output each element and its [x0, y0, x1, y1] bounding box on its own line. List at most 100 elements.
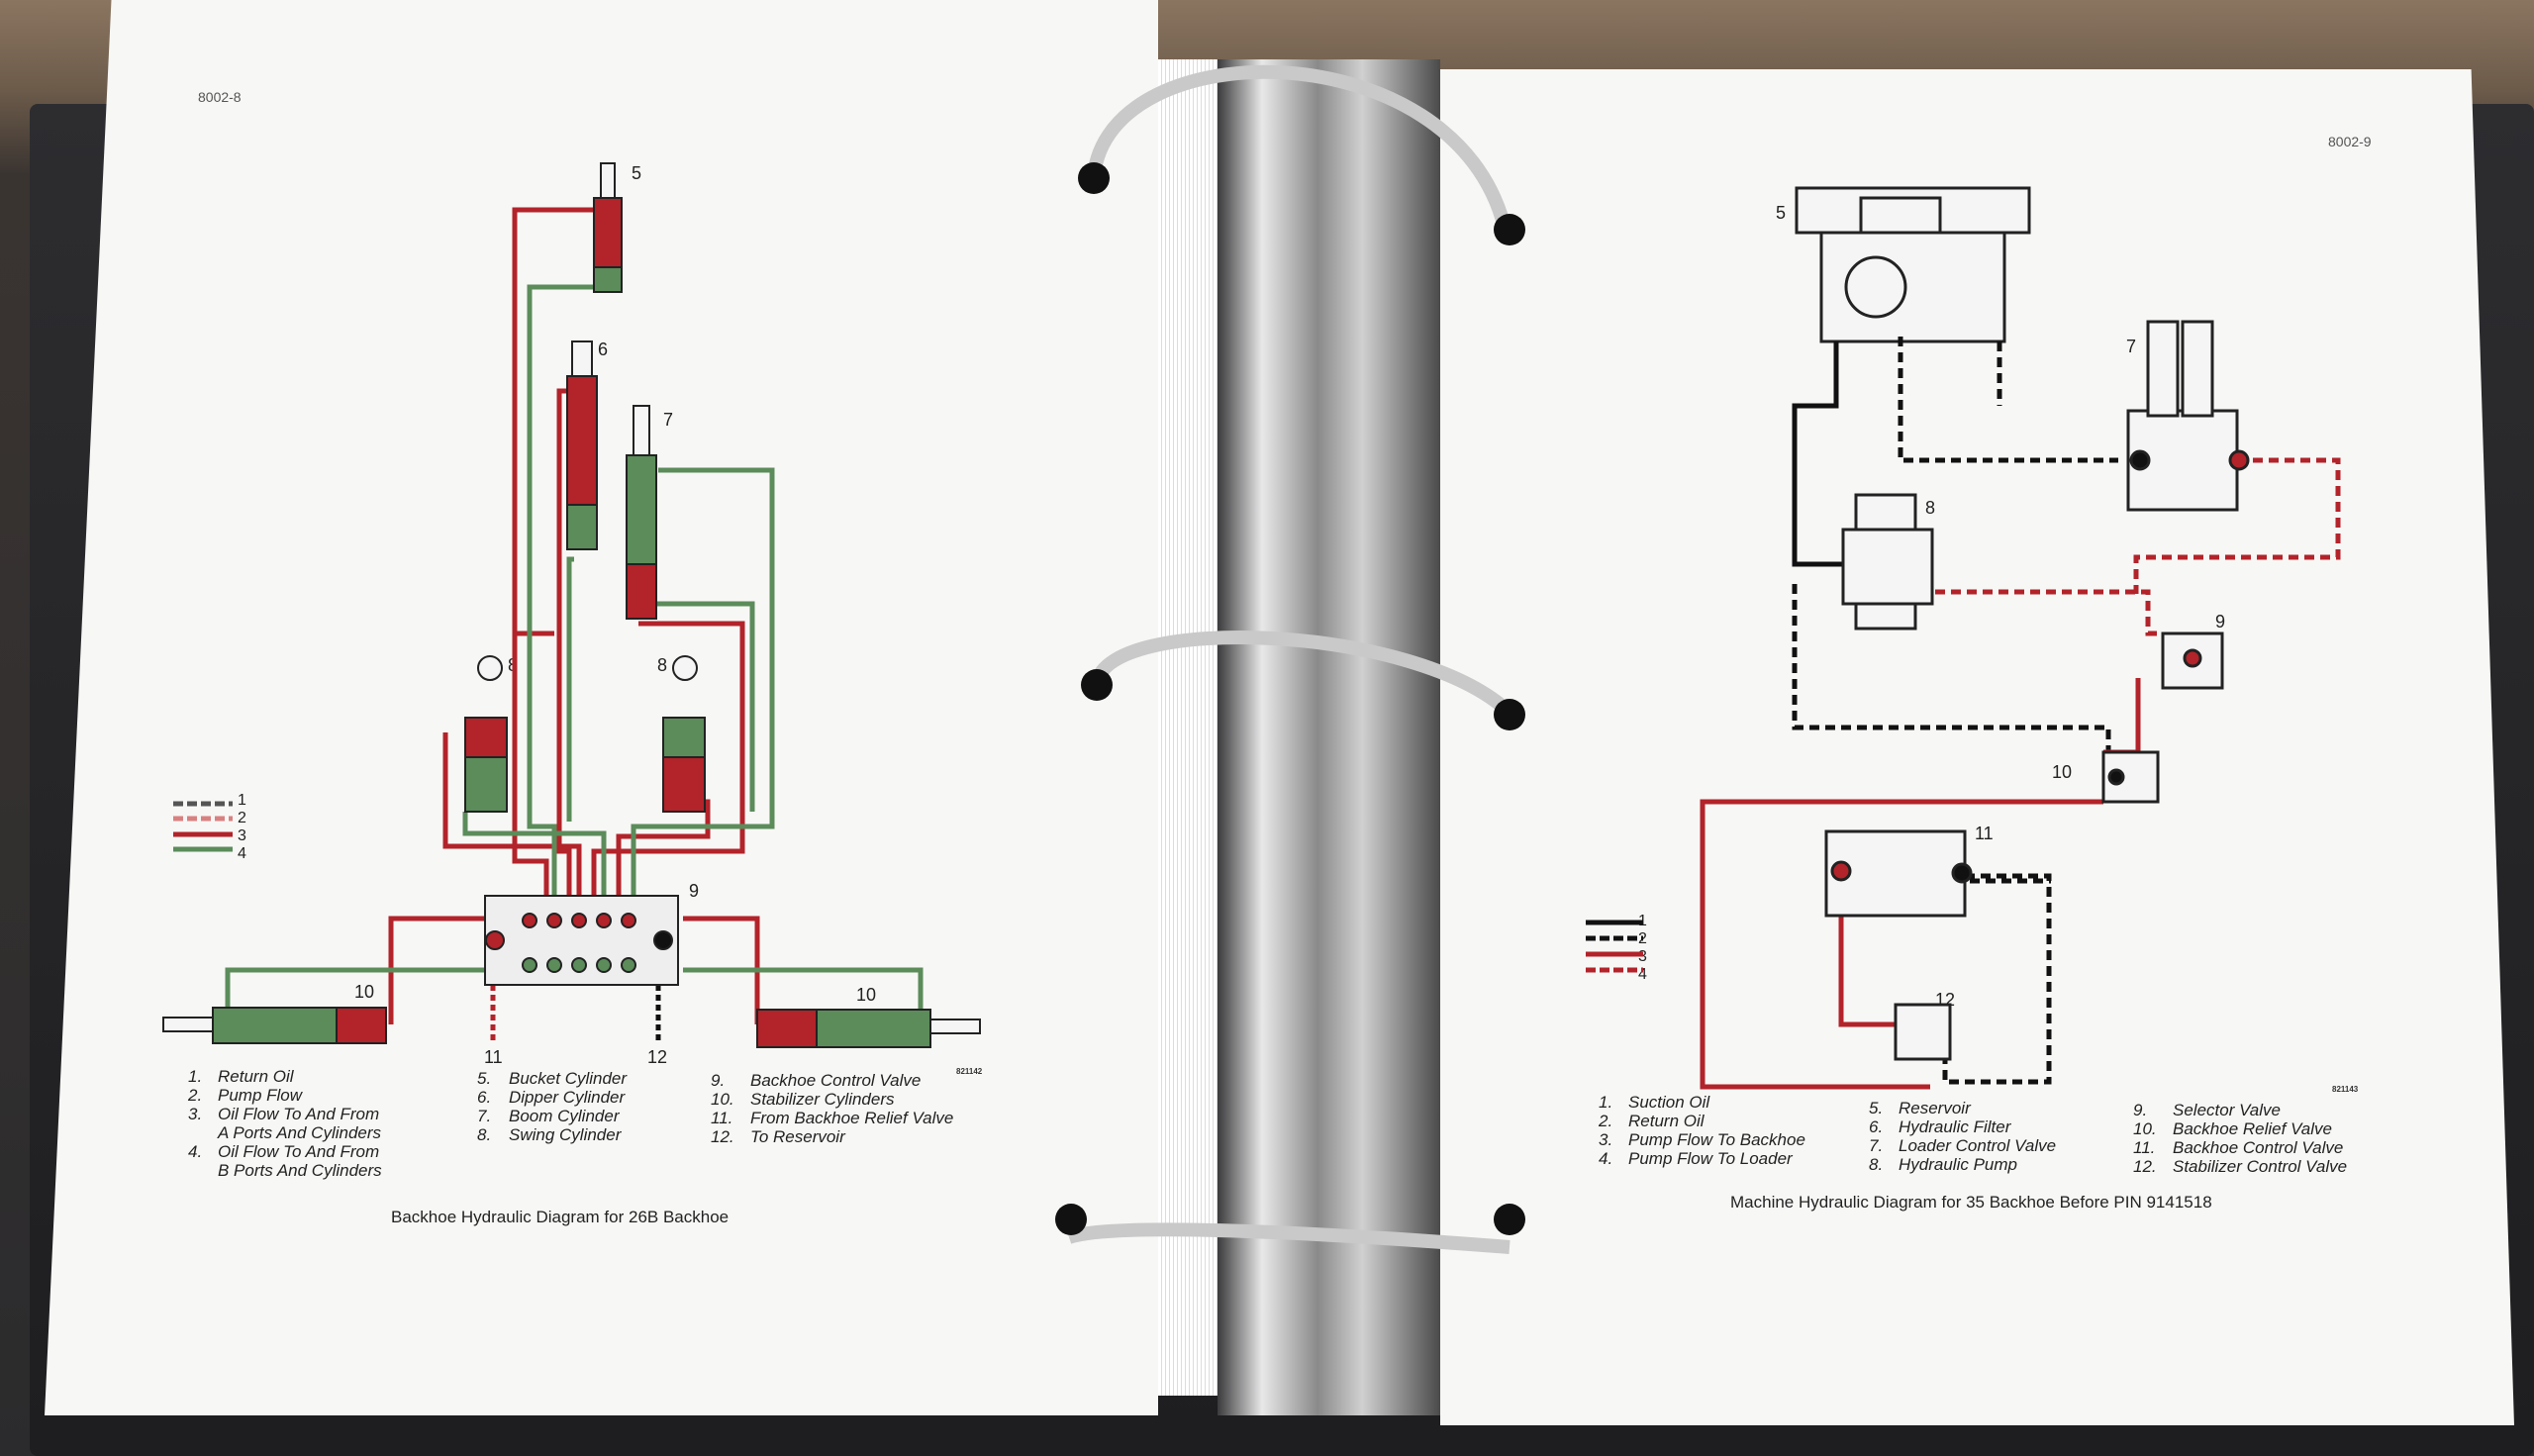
right-page-number: 8002-9 [2328, 134, 2372, 149]
green-line [631, 467, 775, 916]
binder-spine [1218, 59, 1440, 1415]
stabilizer-cylinder-right [756, 1009, 818, 1048]
return-line [1942, 873, 2052, 1085]
legend-item: 8.Hydraulic Pump [1869, 1155, 2017, 1174]
legend-item: 4.Oil Flow To And From [188, 1142, 380, 1161]
binder-ring-bottom [1066, 1222, 1511, 1254]
left-page-number: 8002-8 [198, 89, 242, 105]
suction-line [1792, 341, 1851, 567]
callout-5: 5 [632, 163, 642, 183]
callout-9: 9 [689, 881, 700, 901]
return-line [1792, 584, 2111, 772]
right-legend-column-3: 9.Selector Valve 10.Backhoe Relief Valve… [2133, 1101, 2347, 1176]
legend-item: 10.Stabilizer Cylinders [711, 1090, 895, 1109]
callout-11: 11 [484, 1047, 503, 1067]
legend-item: 7.Loader Control Valve [1869, 1136, 2057, 1155]
left-figure-code: 821142 [956, 1067, 983, 1076]
legend-item: 6.Dipper Cylinder [477, 1088, 626, 1107]
line-key-4: 4 [1638, 966, 1647, 983]
callout-8: 8 [1925, 498, 1936, 518]
callout-6: 6 [598, 340, 609, 359]
red-line [512, 633, 549, 916]
red-line [388, 916, 485, 1024]
legend-item: 2.Pump Flow [188, 1086, 303, 1105]
right-legend-column-2: 5.Reservoir 6.Hydraulic Filter 7.Loader … [1869, 1099, 2056, 1174]
callout-7: 7 [663, 410, 674, 430]
left-caption: Backhoe Hydraulic Diagram for 26B Backho… [391, 1208, 730, 1226]
green-line [683, 967, 924, 1010]
legend-item: 1.Return Oil [188, 1067, 294, 1086]
return-line [1898, 337, 2118, 463]
selector-valve [2161, 631, 2224, 690]
stabilizer-cylinder-left [212, 1007, 338, 1044]
legend-item: 12.Stabilizer Control Valve [2133, 1157, 2348, 1176]
legend-item: 8.Swing Cylinder [477, 1125, 622, 1144]
red-line [683, 916, 760, 1024]
binder-ring-top [1087, 64, 1511, 230]
green-line [527, 638, 557, 916]
callout-10-right: 10 [856, 985, 877, 1005]
callout-9: 9 [2215, 612, 2226, 631]
swing-cylinder-left [477, 655, 503, 681]
page-stack-edge [1158, 59, 1218, 1396]
stabilizer-control-valve [1894, 1003, 1952, 1061]
legend-item: 11.Backhoe Control Valve [2133, 1138, 2344, 1157]
line-key-2: 2 [238, 810, 246, 826]
red-line [512, 207, 594, 636]
green-line [566, 556, 574, 822]
green-line [225, 967, 485, 1010]
legend-item: B Ports And Cylinders [218, 1161, 382, 1180]
callout-10: 10 [2052, 762, 2073, 782]
callout-12: 12 [647, 1047, 668, 1067]
legend-item: 6.Hydraulic Filter [1869, 1117, 2011, 1136]
backhoe-flow-line [2103, 678, 2141, 755]
legend-item: 2.Return Oil [1599, 1112, 1705, 1130]
callout-7: 7 [2126, 337, 2137, 356]
legend-item: 4.Pump Flow To Loader [1599, 1149, 1793, 1168]
red-line [591, 621, 745, 916]
legend-item: 3.Oil Flow To And From [188, 1105, 380, 1123]
binder-holes [1055, 162, 1525, 1235]
legend-item: 10.Backhoe Relief Valve [2133, 1119, 2332, 1138]
callout-8-right: 8 [657, 655, 668, 675]
legend-item: 9.Selector Valve [2133, 1101, 2281, 1119]
callout-5: 5 [1776, 203, 1787, 223]
right-figure-code: 821143 [2332, 1085, 2359, 1094]
red-line [556, 388, 574, 916]
left-line-key: 1 2 3 4 [238, 792, 246, 863]
legend-item: 5.Reservoir [1869, 1099, 1971, 1117]
right-hydraulic-diagram [1586, 186, 2341, 1090]
green-line [462, 812, 607, 916]
hydraulic-filter [1844, 255, 1907, 319]
green-line [527, 284, 594, 638]
legend-item: A Ports And Cylinders [218, 1123, 382, 1142]
legend-item: 1.Suction Oil [1599, 1093, 1710, 1112]
binder-rings [1066, 64, 1514, 1254]
boom-cylinder [626, 454, 657, 565]
loader-flow-line [2133, 457, 2341, 594]
right-legend-column-1: 1.Suction Oil 2.Return Oil 3.Pump Flow T… [1599, 1093, 1805, 1168]
callout-11: 11 [1975, 824, 1994, 843]
right-caption: Machine Hydraulic Diagram for 35 Backhoe… [1730, 1193, 2212, 1212]
line-key-3: 3 [238, 827, 246, 844]
callout-10-left: 10 [354, 982, 375, 1002]
line-key-1: 1 [238, 792, 246, 809]
red-line [442, 732, 582, 916]
binder-ring-middle [1090, 631, 1514, 719]
line-key-4: 4 [238, 845, 246, 862]
bucket-cylinder [593, 197, 623, 268]
legend-item: 7.Boom Cylinder [477, 1107, 620, 1125]
green-line [638, 601, 755, 812]
legend-item: 3.Pump Flow To Backhoe [1599, 1130, 1805, 1149]
swing-cylinder-right [672, 655, 698, 681]
legend-item: 11.From Backhoe Relief Valve [711, 1109, 954, 1127]
legend-item: 12.To Reservoir [711, 1127, 845, 1146]
legend-item: 5.Bucket Cylinder [477, 1069, 628, 1088]
left-hydraulic-diagram [162, 162, 981, 1048]
legend-item: 9.Backhoe Control Valve [711, 1071, 922, 1090]
dipper-cylinder [566, 375, 598, 506]
left-legend-column-1: 1.Return Oil 2.Pump Flow 3.Oil Flow To A… [188, 1067, 382, 1180]
left-legend-column-3: 9.Backhoe Control Valve 10.Stabilizer Cy… [711, 1071, 953, 1146]
left-legend-column-2: 5.Bucket Cylinder 6.Dipper Cylinder 7.Bo… [477, 1069, 627, 1144]
